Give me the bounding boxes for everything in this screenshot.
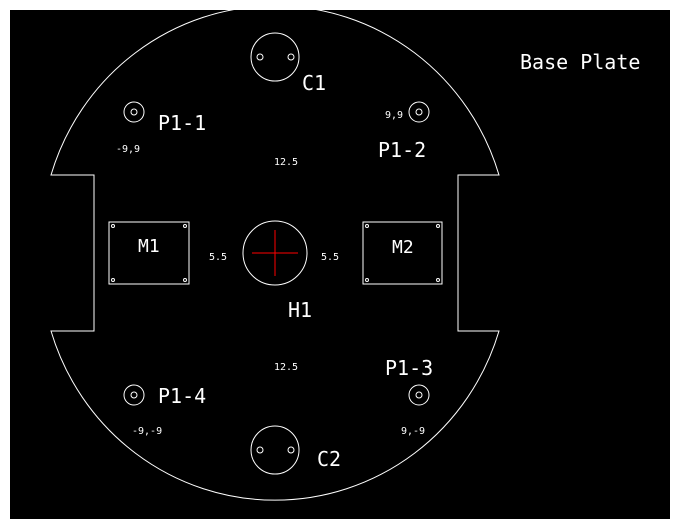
post-p1-1-label: P1-1 xyxy=(158,111,206,135)
center-hole-label: H1 xyxy=(288,298,312,322)
post-p1-3-label: P1-3 xyxy=(385,356,433,380)
post-p1-1 xyxy=(123,101,145,123)
post-p1-4-label: P1-4 xyxy=(158,384,206,408)
capacitor-c1-label: C1 xyxy=(302,71,326,95)
motor-m1 xyxy=(108,221,190,285)
cad-viewport[interactable]: C1 C2 P1-1 -9,9 P1-2 9,9 P1-3 9,-9 xyxy=(10,10,670,519)
post-p1-3 xyxy=(408,384,430,406)
dimension-left: 5.5 xyxy=(209,252,227,263)
motor-m2 xyxy=(362,221,443,285)
dimension-top: 12.5 xyxy=(274,157,298,168)
motor-m2-label: M2 xyxy=(392,237,414,258)
post-p1-2-coord: 9,9 xyxy=(385,110,403,121)
post-p1-2 xyxy=(408,101,430,123)
capacitor-c1 xyxy=(250,32,300,82)
post-p1-3-coord: 9,-9 xyxy=(401,426,425,437)
capacitor-c2-label: C2 xyxy=(317,447,341,471)
motor-m1-label: M1 xyxy=(138,236,160,257)
post-p1-4-coord: -9,-9 xyxy=(132,426,162,437)
post-p1-1-coord: -9,9 xyxy=(116,144,140,155)
post-p1-2-label: P1-2 xyxy=(378,138,426,162)
drawing-canvas: C1 C2 P1-1 -9,9 P1-2 9,9 P1-3 9,-9 xyxy=(50,10,640,501)
dimension-bottom: 12.5 xyxy=(274,362,298,373)
center-hole-h1 xyxy=(242,220,308,286)
capacitor-c2 xyxy=(250,425,300,475)
drawing-title: Base Plate xyxy=(520,50,640,74)
dimension-right: 5.5 xyxy=(321,252,339,263)
base-plate-outline xyxy=(50,10,500,501)
post-p1-4 xyxy=(123,384,145,406)
